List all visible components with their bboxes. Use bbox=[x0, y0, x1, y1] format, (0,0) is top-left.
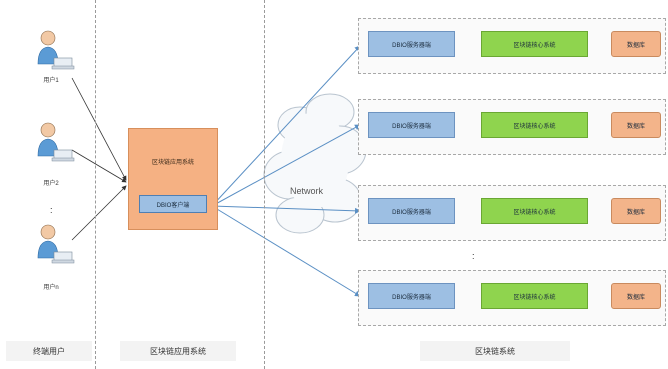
dbio-server-box: DBIO服务器端 bbox=[368, 198, 455, 224]
database-box: 数据库 bbox=[611, 112, 661, 138]
user-label: 用户n bbox=[43, 285, 59, 291]
database-box: 数据库 bbox=[611, 198, 661, 224]
blockchain-core-box: 区块链核心系统 bbox=[481, 112, 588, 138]
blockchain-core-box: 区块链核心系统 bbox=[481, 283, 588, 309]
section-divider bbox=[95, 0, 96, 369]
user-label: 用户1 bbox=[43, 78, 59, 84]
dbio-server-box: DBIO服务器端 bbox=[368, 283, 455, 309]
section-divider bbox=[264, 0, 265, 369]
nodes-ellipsis: : bbox=[472, 251, 475, 261]
network-cloud-icon bbox=[263, 93, 367, 234]
network-arrows bbox=[211, 45, 361, 297]
user-arrows bbox=[71, 77, 127, 241]
dbio-client-box: DBIO客户端 bbox=[139, 195, 207, 213]
dbio-server-box: DBIO服务器端 bbox=[368, 31, 455, 57]
blockchain-core-box: 区块链核心系统 bbox=[481, 31, 588, 57]
user-icon bbox=[30, 28, 76, 74]
user-icon bbox=[30, 222, 76, 268]
user-icon bbox=[30, 120, 76, 166]
user-label: 用户2 bbox=[43, 181, 59, 187]
footer-blockchain-system: 区块链系统 bbox=[420, 341, 570, 361]
app-system-box: 区块链应用系统 DBIO客户端 bbox=[128, 128, 218, 230]
dbio-server-box: DBIO服务器端 bbox=[368, 112, 455, 138]
app-system-title: 区块链应用系统 bbox=[151, 160, 194, 166]
users-ellipsis: : bbox=[50, 205, 53, 215]
network-label: Network bbox=[290, 186, 324, 196]
blockchain-core-box: 区块链核心系统 bbox=[481, 198, 588, 224]
database-box: 数据库 bbox=[611, 283, 661, 309]
database-box: 数据库 bbox=[611, 31, 661, 57]
footer-app-system: 区块链应用系统 bbox=[120, 341, 236, 361]
footer-terminal-users: 终端用户 bbox=[6, 341, 92, 361]
node-arrows bbox=[456, 41, 609, 299]
